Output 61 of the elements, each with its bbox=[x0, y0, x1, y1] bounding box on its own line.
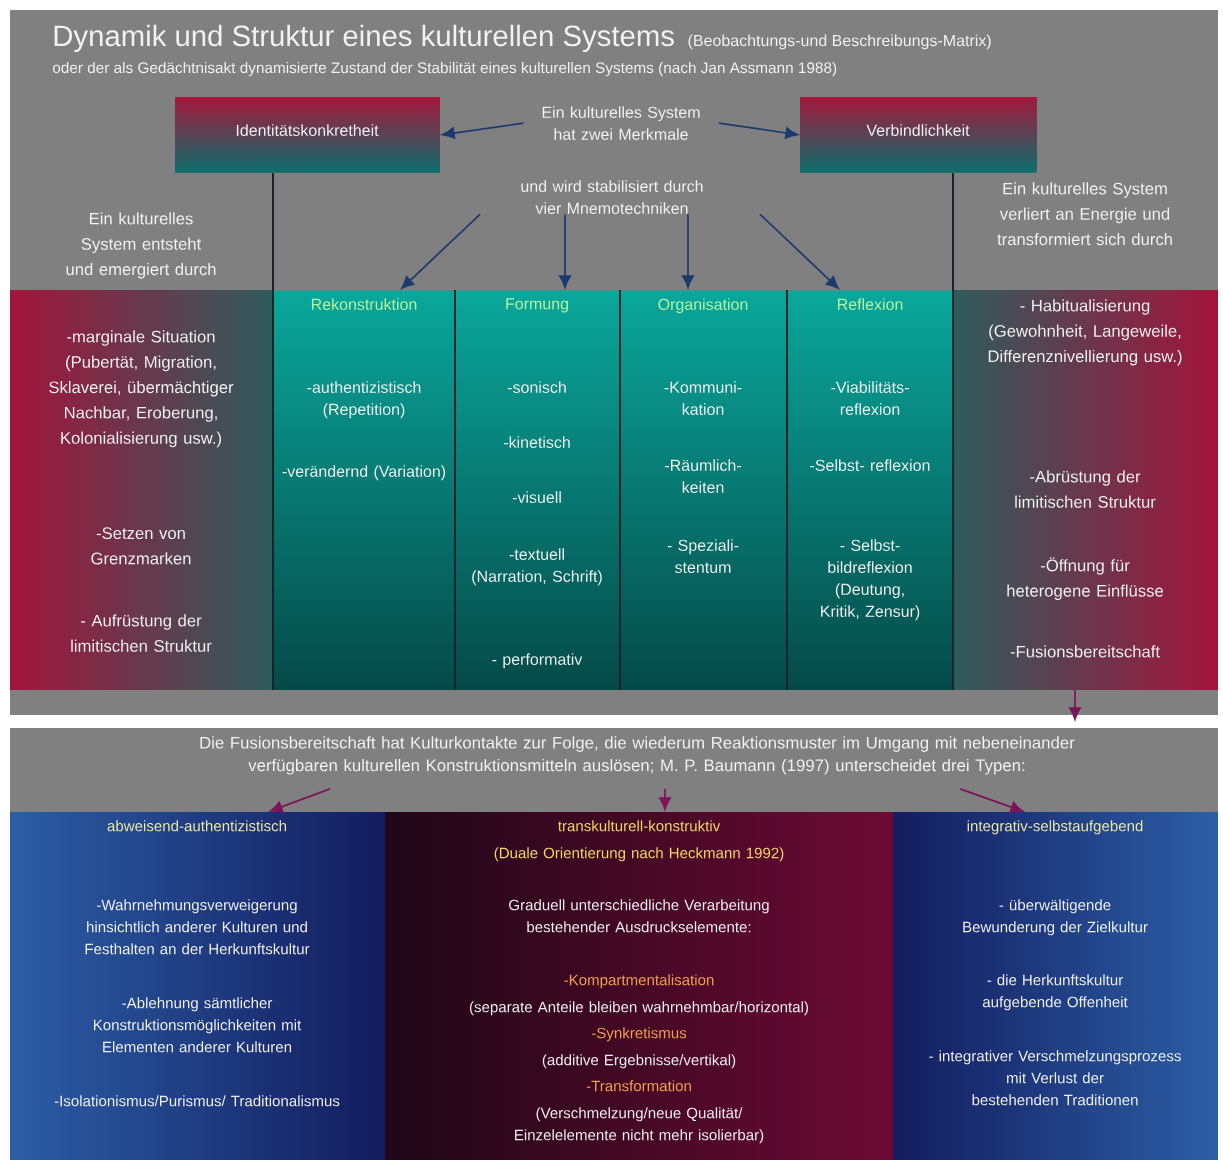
text: Rekonstruktion bbox=[311, 298, 417, 310]
text: -verändernd (Variation) bbox=[282, 465, 446, 481]
text: -Transformation bbox=[586, 1080, 691, 1092]
text: -Kommuni- kation bbox=[664, 381, 742, 415]
subtitle: (Beobachtungs-und Beschreibungs-Matrix) bbox=[688, 34, 991, 50]
text: -sonisch bbox=[507, 381, 566, 393]
text: - die Herkunftskultur aufgebende Offenheit bbox=[982, 974, 1128, 1011]
text: Ein kulturelles System entsteht und emergiert durch bbox=[66, 212, 216, 279]
text: -Öffnung für heterogene Einflüsse bbox=[1007, 557, 1163, 600]
text: - performativ bbox=[492, 653, 583, 669]
arrow bbox=[682, 213, 694, 288]
text: Graduell unterschiedliche Verarbeitung bestehender Ausdruckselemente: bbox=[509, 899, 769, 933]
arrow bbox=[559, 213, 571, 288]
text: Ein kulturelles System hat zwei Merkmale bbox=[542, 106, 700, 140]
text: -Abrüstung der limitischen Struktur bbox=[1015, 470, 1156, 508]
text: - integrativer Verschmelzungsprozess mit Verlust der bestehenden Traditionen bbox=[929, 1050, 1181, 1106]
text: (separate Anteile bleiben wahrnehmbar/horizontal) bbox=[469, 1001, 808, 1016]
arrow bbox=[659, 788, 671, 810]
text: (additive Ergebnisse/vertikal) bbox=[542, 1054, 736, 1069]
title: Dynamik und Struktur eines kulturellen Systems bbox=[54, 24, 674, 53]
text: integrativ-selbstaufgebend bbox=[967, 820, 1143, 835]
text: (Duale Orientierung nach Heckmann 1992) bbox=[494, 847, 784, 862]
arrow bbox=[959, 788, 1024, 813]
arrow bbox=[717, 122, 798, 139]
text: -Synkretismus bbox=[591, 1027, 687, 1042]
text: -Räumlich- keiten bbox=[665, 459, 741, 493]
arrow bbox=[1069, 689, 1081, 720]
text: -kinetisch bbox=[503, 436, 570, 448]
text: - Habitualisierung (Gewohnheit, Langeweile, Differenznivellierung usw.) bbox=[988, 299, 1182, 366]
text: -Isolationismus/Purismus/ Traditionalismus bbox=[54, 1095, 340, 1107]
text: - Speziali- stentum bbox=[667, 539, 739, 573]
text: -Ablehnung sämtlicher Konstruktionsmöglichkeiten mit Elementen anderer Kulturen bbox=[94, 997, 302, 1053]
text: und wird stabilisiert durch vier Mnemotechniken bbox=[521, 180, 703, 214]
text: Die Fusionsbereitschaft hat Kulturkontakte zur Folge, die wiederum Reaktionsmuster im Umgang mit nebeneinander verfügbaren kulturellen Konstruktionsmitteln auslösen; M. P. Baumann (1997) unterscheidet drei Typen: bbox=[200, 736, 1075, 775]
arrow bbox=[401, 213, 481, 289]
arrow bbox=[759, 213, 839, 289]
text: - Aufrüstung der limitischen Struktur bbox=[71, 614, 212, 652]
text: abweisend-authentizistisch bbox=[107, 820, 287, 832]
text: -Fusionsbereitschaft bbox=[1010, 645, 1160, 658]
text: -marginale Situation (Pubertät, Migration, Sklaverei, übermächtiger Nachbar, Eroberung, Kolonialisierung usw.) bbox=[49, 330, 234, 448]
text: - Selbst- bildreflexion (Deutung, Kritik, Zensur) bbox=[821, 539, 920, 621]
text: -Selbst- reflexion bbox=[810, 459, 930, 471]
text: -Wahrnehmungsverweigerung hinsichtlich anderer Kulturen und Festhalten an der Herkunftskultur bbox=[85, 899, 310, 955]
text: -Viabilitäts- reflexion bbox=[831, 381, 909, 415]
text: -authentizistisch (Repetition) bbox=[307, 381, 421, 419]
subtitle: oder der als Gedächtnisakt dynamisierte Zustand der Stabilität eines kulturellen Systems (nach Jan Assmann 1988) bbox=[52, 61, 837, 77]
text: Reflexion bbox=[838, 298, 903, 310]
text: Verbindlichkeit bbox=[866, 124, 970, 136]
text: Formung bbox=[506, 298, 568, 313]
text: (Verschmelzung/neue Qualität/ Einzelelemente nicht mehr isolierbar) bbox=[515, 1107, 764, 1144]
text: -Setzen von Grenzmarken bbox=[91, 527, 191, 565]
text: -textuell (Narration, Schrift) bbox=[472, 548, 602, 586]
text: Organisation bbox=[658, 298, 748, 314]
text: Ein kulturelles System verliert an Energie und transformiert sich durch bbox=[997, 182, 1172, 246]
text: -visuell bbox=[512, 491, 561, 503]
text: transkulturell-konstruktiv bbox=[558, 820, 721, 832]
text: Identitätskonkretheit bbox=[236, 124, 379, 136]
arrow bbox=[442, 122, 525, 139]
text: -Kompartmentalisation bbox=[564, 974, 714, 989]
arrow bbox=[269, 788, 331, 813]
text: - überwältigende Bewunderung der Zielkultur bbox=[963, 899, 1148, 936]
